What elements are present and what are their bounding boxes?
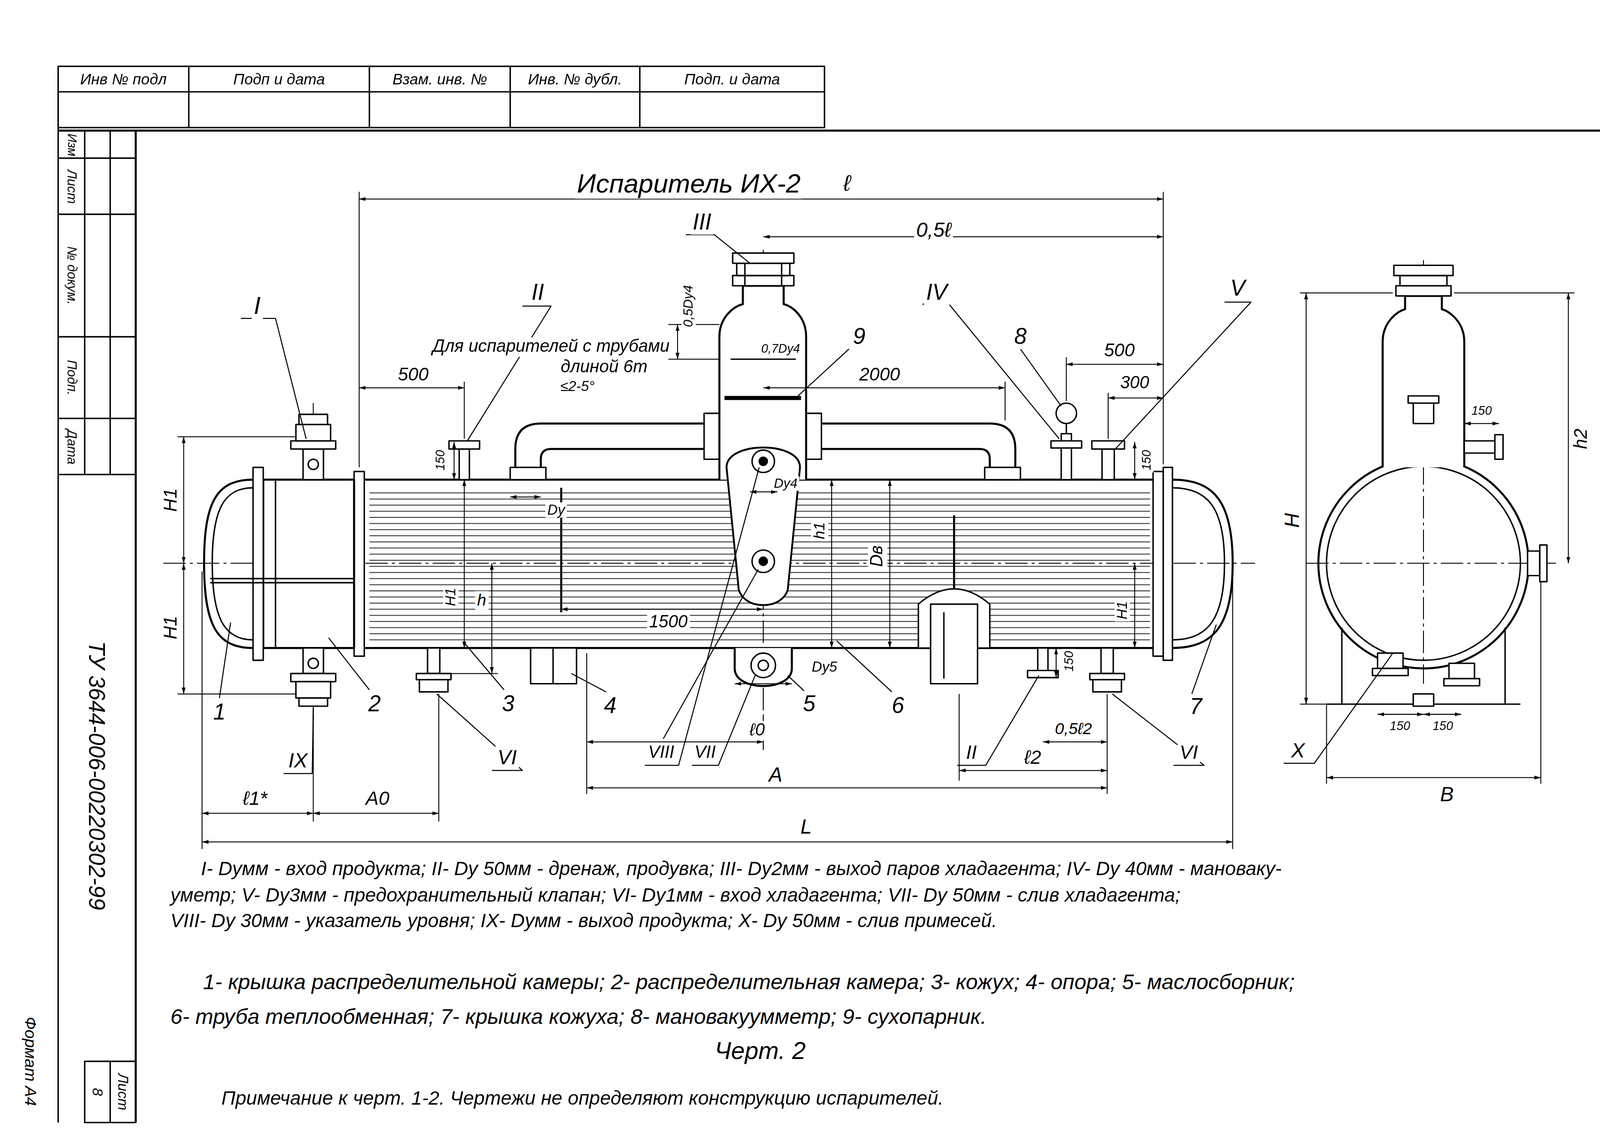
drawing-label: 150 [1062, 648, 1076, 674]
title-block-cell: Подп. и дата [639, 66, 825, 92]
drawing-label: H1 [442, 585, 459, 609]
cell-text: Инв. № дубл. [527, 70, 622, 88]
cell-text: Лист [64, 169, 79, 204]
drawing-label: VIII- Dу 30мм - указатель уровня; IX- Dу… [168, 910, 1000, 933]
cell-text: Инв № подл [80, 70, 167, 88]
drawing-label: 2000 [857, 365, 903, 386]
drawing-label: 4 [601, 693, 619, 719]
drawing-label: 150 [1430, 719, 1456, 734]
drawing-label: B [1438, 782, 1456, 805]
title-block-cell: Лист 8 [84, 1061, 136, 1123]
drawing-label: 9 [850, 324, 868, 350]
drawing-label: H [1280, 510, 1303, 530]
drawing-label: H1 [1114, 599, 1131, 622]
drawing-label: X [1289, 738, 1308, 761]
drawing-label: IV [923, 280, 949, 306]
drawing-label: 500 [1101, 340, 1137, 361]
drawing-label: 7 [1187, 694, 1204, 720]
title-block-cell: Изм [57, 130, 85, 160]
cell-text: Дата [64, 428, 79, 464]
drawing-label: L [798, 815, 814, 838]
drawing-label: 0,7Dу4 [759, 342, 803, 356]
drawing-label: VI [495, 745, 519, 769]
cell-text: Подп. [64, 359, 79, 396]
drawing-label: ℓ1* [240, 788, 270, 810]
drawing-label: A0 [363, 788, 392, 810]
drawing-label: ≤2-5° [558, 378, 597, 395]
title-block-cell: Инв. № дубл. [510, 66, 640, 92]
drawing-label: 1500 [646, 612, 690, 632]
drawing-label: h1 [811, 520, 829, 542]
drawing-label: Dу [545, 502, 567, 518]
drawing-label: 150 [433, 448, 448, 473]
title-block-cell: Инв № подл [57, 66, 189, 92]
drawing-label: II [529, 280, 547, 306]
drawing-label: VI [1177, 742, 1200, 764]
drawing-label: Формат А4 [21, 1014, 40, 1109]
title-block-cell: Взам. инв. № [369, 66, 511, 92]
cell-text: Взам. инв. № [392, 70, 488, 88]
drawing-title: Испаритель ИХ-2 [574, 169, 803, 199]
drawing-label: 150 [1469, 404, 1495, 418]
cell-text: № докум. [64, 246, 79, 305]
cell-text: Лист [114, 1073, 131, 1111]
figure-caption: Черт. 2 [712, 1037, 808, 1065]
drawing-label: Примечание к черт. 1-2. Чертежи не опред… [219, 1088, 946, 1110]
drawing-label: VIII [646, 743, 677, 763]
drawing-label: IX [286, 749, 310, 772]
drawing-label: VII [692, 743, 718, 763]
drawing-label: 150 [1387, 719, 1413, 734]
drawing-label: V [1228, 276, 1248, 302]
drawing-label: 1 [211, 699, 228, 725]
drawing-label: 3 [500, 691, 517, 717]
drawing-label: Dв [868, 543, 888, 569]
drawing-label: 300 [1118, 374, 1152, 394]
drawing-label: h [474, 590, 489, 609]
drawing-label: длиной 6m [558, 357, 650, 377]
drawing-label: Для испарителей с трубами [430, 337, 672, 357]
drawing-label: III [690, 210, 714, 235]
cell-text: 8 [88, 1087, 105, 1096]
drawing-label: 6- труба теплообменная; 7- крышка кожуха… [168, 1004, 989, 1029]
drawing-label: A [766, 763, 785, 786]
title-block-cell: Лист [57, 158, 85, 215]
drawing-label: Dу5 [809, 659, 840, 676]
drawing-label: I- Dумм - вход продукта; II- Dу 50мм - д… [198, 858, 1284, 881]
title-block-cell: № докум. [57, 214, 85, 337]
drawing-label: 5 [800, 691, 818, 717]
drawing-label: 0,5Dу4 [681, 282, 697, 329]
drawing-label: 500 [396, 365, 431, 386]
drawing-label: ℓ2 [1021, 747, 1043, 769]
drawing-label: ℓ [841, 171, 853, 197]
drawing-label: ТУ 3644-006-00220302-99 [83, 639, 109, 913]
drawing-label: ℓ0 [747, 721, 767, 741]
drawing-label: 6 [889, 693, 907, 719]
drawing-label: Dу4 [771, 476, 800, 491]
drawing-label: 2 [366, 691, 383, 717]
drawing-label: 0,5ℓ2 [1052, 719, 1095, 738]
drawing-label: I [251, 292, 263, 320]
title-block-cell: Подп. [57, 336, 85, 419]
drawing-label: 0,5ℓ [914, 218, 954, 241]
drawing-label: H1 [161, 613, 182, 642]
drawing-label: 150 [1140, 448, 1154, 473]
drawing-label: 8 [1011, 324, 1029, 350]
drawing-label: уметр; V- Dу3мм - предохранительный клап… [168, 885, 1183, 907]
cell-text: Подп и дата [233, 70, 325, 88]
drawing-label: 1- крышка распределительной камеры; 2- р… [201, 969, 1298, 994]
drawing-label: H1 [161, 486, 182, 514]
cell-text: Подп. и дата [684, 70, 781, 88]
drawing-label: II [964, 742, 980, 764]
title-block-cell: Подп и дата [188, 66, 370, 92]
title-block-cell: Дата [57, 418, 85, 475]
drawing-label: h2 [1571, 426, 1592, 452]
cell-text: Изм [64, 133, 79, 157]
